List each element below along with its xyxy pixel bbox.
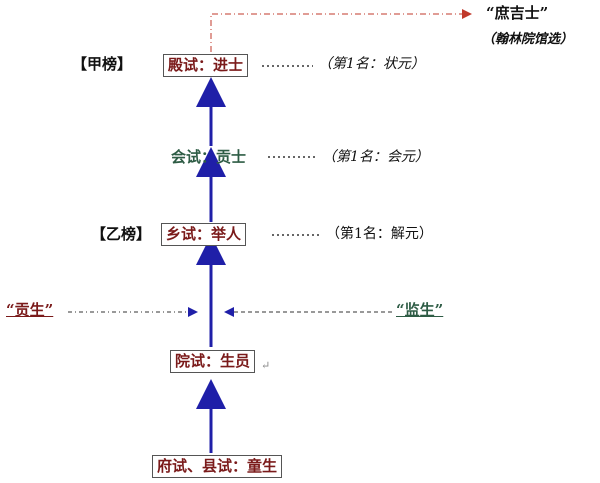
fushi-box: 府试、县试：童生 <box>152 455 283 478</box>
xiangshi-note: （第1名：解元） <box>326 226 433 242</box>
arrow-dianshi-to-shujishi <box>210 9 472 52</box>
gongsheng-label: “贡生” <box>6 301 54 319</box>
jiabang-label: 【甲榜】 <box>72 55 133 73</box>
dianshi-note: （第1名：状元） <box>318 56 425 72</box>
shujishi-subtitle: （翰林院馆选） <box>482 32 574 47</box>
return-mark: ↵ <box>261 359 271 372</box>
yuanshi-box: 院试：生员 <box>170 350 256 373</box>
shujishi-title: “庶吉士” <box>486 4 549 22</box>
huishi-note: （第1名：会元） <box>322 149 429 165</box>
jiansheng-label: “监生” <box>396 301 444 319</box>
dianshi-box: 殿试：进士 <box>163 54 249 77</box>
xiangshi-box: 乡试：举人 <box>161 223 247 246</box>
yibang-label: 【乙榜】 <box>91 225 152 243</box>
huishi-label: 会试：贡士 <box>171 148 247 166</box>
